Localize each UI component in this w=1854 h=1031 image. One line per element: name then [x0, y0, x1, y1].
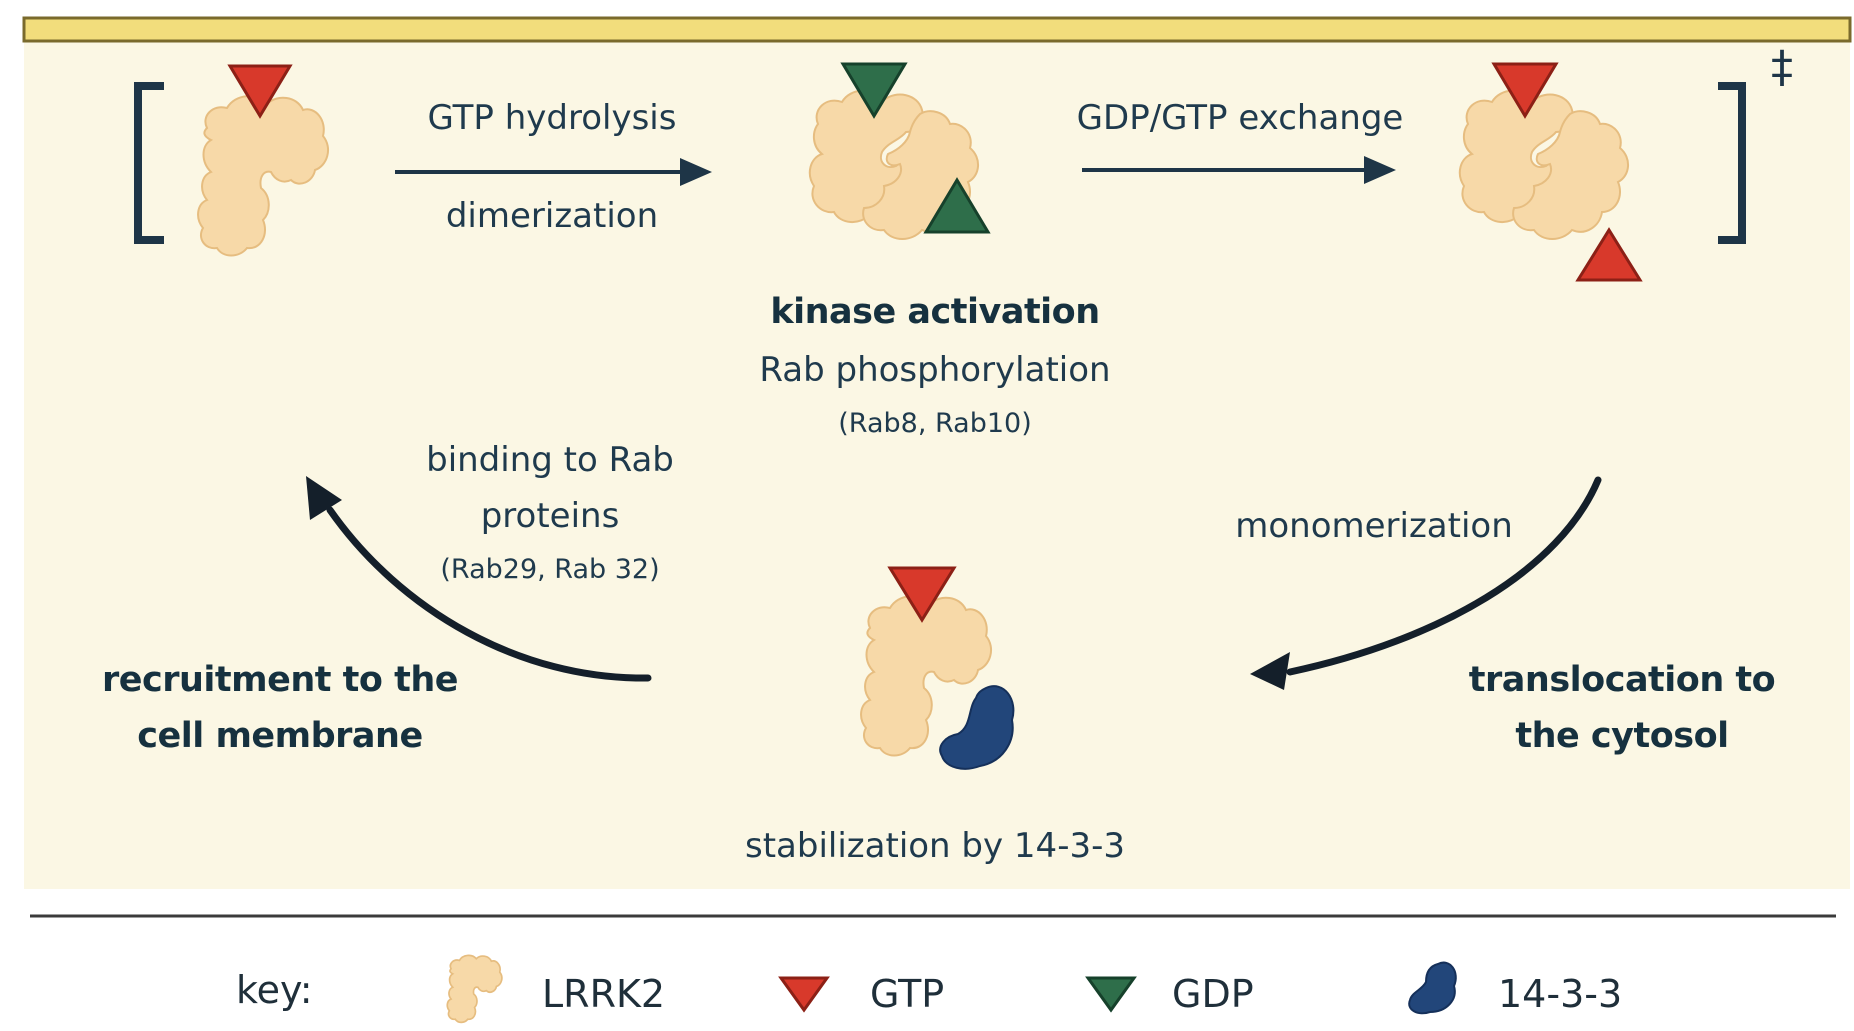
gtp-triangle-icon [227, 64, 293, 119]
key-title: key: [236, 968, 313, 1012]
key-label-lrrk2: LRRK2 [542, 972, 666, 1016]
right-bracket [1718, 82, 1746, 244]
key-label-gdp: GDP [1172, 972, 1254, 1016]
panel-top-bar [22, 16, 1852, 43]
label-binding-to-rab: binding to Rab [426, 440, 674, 480]
key-lrrk2-icon [446, 954, 503, 1024]
gtp-triangle-top-icon [1491, 62, 1559, 119]
label-proteins: proteins [480, 496, 620, 536]
label-stabilization: stabilization by 14-3-3 [745, 826, 1125, 866]
label-recruitment-line2: cell membrane [137, 716, 423, 756]
arrow-exchange-head [1364, 156, 1396, 184]
key-gdp-icon [1085, 976, 1137, 1013]
protein-14-3-3-icon [939, 685, 1015, 770]
label-rab29-rab32: (Rab29, Rab 32) [440, 554, 660, 585]
label-gtp-hydrolysis: GTP hydrolysis [427, 98, 677, 138]
arrow-dimerization-head [680, 158, 712, 186]
arrow-recruitment-head [306, 476, 342, 520]
key-14-3-3-icon [1408, 961, 1457, 1015]
gdp-triangle-bottom-icon [923, 177, 991, 234]
gtp-triangle-icon [887, 566, 957, 623]
label-rab8-rab10: (Rab8, Rab10) [838, 408, 1032, 439]
arrow-monomerization [1286, 476, 1602, 676]
gdp-triangle-top-icon [840, 62, 908, 119]
double-dagger-symbol: ‡ [1771, 42, 1793, 93]
key-label-gtp: GTP [870, 972, 945, 1016]
label-dimerization: dimerization [445, 196, 659, 236]
label-translocation-line2: the cytosol [1515, 716, 1729, 756]
key-gtp-icon [778, 976, 830, 1013]
left-bracket [134, 82, 164, 244]
label-gdp-gtp-exchange: GDP/GTP exchange [1076, 98, 1404, 138]
label-rab-phosphorylation: Rab phosphorylation [759, 350, 1111, 390]
gtp-triangle-bottom-icon [1575, 227, 1643, 282]
key-label-14-3-3: 14-3-3 [1498, 972, 1623, 1016]
arrow-recruitment [326, 506, 652, 682]
label-monomerization: monomerization [1235, 506, 1513, 546]
arrow-monomerization-head [1250, 652, 1290, 690]
label-translocation-line1: translocation to [1468, 660, 1776, 700]
label-recruitment-line1: recruitment to the [101, 660, 459, 700]
label-kinase-activation: kinase activation [770, 292, 1100, 332]
